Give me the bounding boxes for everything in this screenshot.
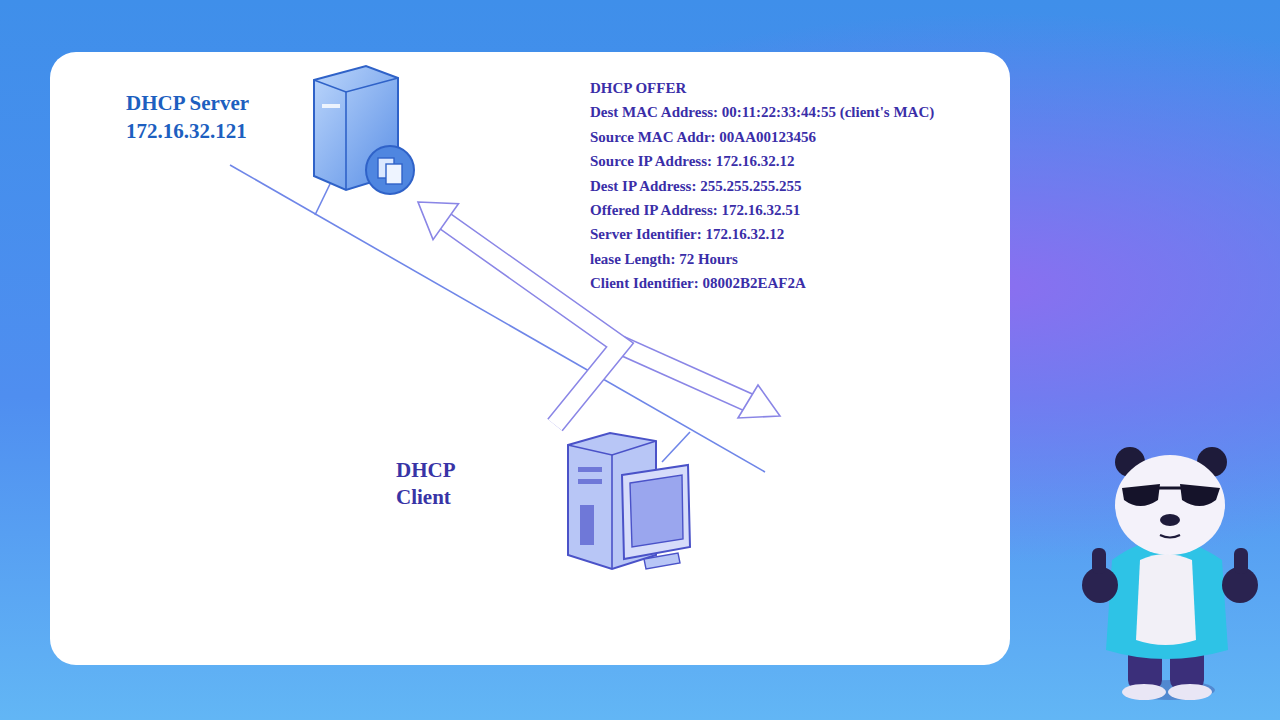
white-panel — [50, 52, 1010, 665]
client-drop — [662, 432, 690, 462]
hollow-arrow-branch — [618, 344, 780, 418]
hollow-arrow — [418, 202, 620, 425]
packet-field: Client Identifier: 08002B2EAF2A — [590, 271, 934, 295]
packet-field: Source MAC Addr: 00AA00123456 — [590, 125, 934, 149]
packet-field: Dest MAC Address: 00:11:22:33:44:55 (cli… — [590, 100, 934, 124]
offer-packet-details: DHCP OFFERDest MAC Address: 00:11:22:33:… — [590, 76, 934, 296]
node-ip-address: 172.16.32.121 — [126, 118, 247, 145]
node-title: DHCP Server — [126, 90, 249, 117]
server-icon — [306, 62, 426, 197]
client-node: DHCP Client — [388, 425, 700, 573]
packet-field: lease Length: 72 Hours — [590, 247, 934, 271]
packet-field: Offered IP Address: 172.16.32.51 — [590, 198, 934, 222]
packet-heading: DHCP OFFER — [590, 76, 934, 100]
client-computer-icon — [560, 427, 700, 572]
packet-field: Dest IP Address: 255.255.255.255 — [590, 174, 934, 198]
packet-field: Server Identifier: 172.16.32.12 — [590, 222, 934, 246]
packet-field: Source IP Address: 172.16.32.12 — [590, 149, 934, 173]
node-title: DHCP Client — [396, 457, 486, 512]
server-node: DHCP Server172.16.32.121 — [118, 60, 426, 202]
panda-mascot — [1082, 447, 1258, 700]
server-drop — [315, 184, 330, 215]
